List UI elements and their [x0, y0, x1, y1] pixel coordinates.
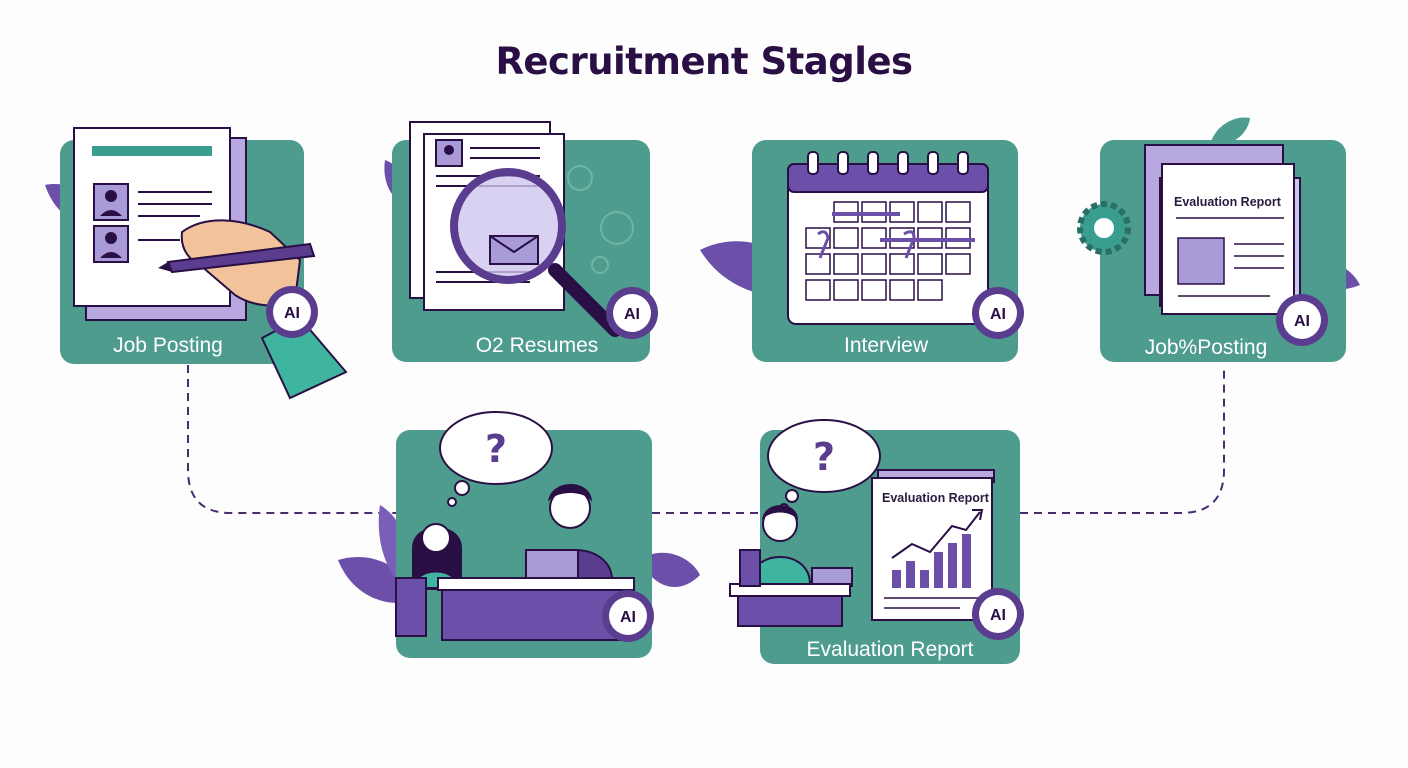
- ai-badge-text: AI: [1294, 313, 1310, 330]
- report-bar: [892, 570, 901, 588]
- report-title: Evaluation Report: [882, 491, 990, 505]
- ai-badge-text: AI: [624, 306, 640, 323]
- question-mark: ?: [813, 435, 835, 479]
- ai-badge-text: AI: [990, 607, 1006, 624]
- question-mark: ?: [485, 427, 507, 471]
- ai-badge: AI: [606, 287, 658, 339]
- report-title: Evaluation Report: [1174, 195, 1282, 209]
- thought-bubble: ?: [439, 411, 553, 507]
- connector-left: [187, 365, 400, 514]
- pen-writing-icon: [73, 127, 348, 400]
- report-chart-icon: Evaluation Report: [729, 469, 995, 627]
- report-bar: [906, 561, 915, 588]
- interview-people-icon: [395, 484, 635, 641]
- stage-label: O2 Resumes: [476, 334, 599, 357]
- ai-badge: AI: [266, 286, 318, 338]
- stage-card-interview: AI Interview: [700, 140, 1024, 362]
- stage-card-evaluation-report: ? Evaluation Report: [729, 419, 1024, 664]
- connector-right: [1020, 365, 1225, 514]
- ai-badge: AI: [1276, 294, 1328, 346]
- report-bar-chart: [892, 534, 971, 588]
- stage-label: Evaluation Report: [807, 638, 974, 661]
- flow-connectors: [187, 365, 1225, 514]
- magnifier-icon: [409, 121, 622, 337]
- stage-label: Job Posting: [113, 334, 223, 357]
- leaf-icon: [1210, 117, 1250, 146]
- stage-label: Job%Posting: [1145, 336, 1268, 359]
- ai-badge-text: AI: [990, 306, 1006, 323]
- ai-badge: AI: [972, 588, 1024, 640]
- stage-card-resumes: AI O2 Resumes: [384, 121, 658, 362]
- report-gear-icon: Evaluation Report: [1144, 144, 1301, 315]
- diagram-title: Recruitment Stagles: [495, 40, 913, 83]
- ai-badge: AI: [972, 287, 1024, 339]
- ai-badge-text: AI: [284, 305, 300, 322]
- stage-card-job-posting: AI Job Posting: [45, 127, 348, 400]
- gear-icon: [567, 165, 634, 274]
- calendar-icon: [787, 151, 989, 325]
- gear-icon: [1077, 201, 1131, 255]
- report-bar: [920, 570, 929, 588]
- leaf-icon: [640, 552, 700, 587]
- ai-badge-text: AI: [620, 609, 636, 626]
- stage-card-job-posting-2: Evaluation Report AI Job%Posting: [1077, 117, 1360, 362]
- report-bar: [948, 543, 957, 588]
- stage-label: Interview: [844, 334, 929, 357]
- ai-badge: AI: [602, 590, 654, 642]
- report-bar: [934, 552, 943, 588]
- report-bar: [962, 534, 971, 588]
- stage-card-interview-meeting: ? AI: [338, 411, 700, 658]
